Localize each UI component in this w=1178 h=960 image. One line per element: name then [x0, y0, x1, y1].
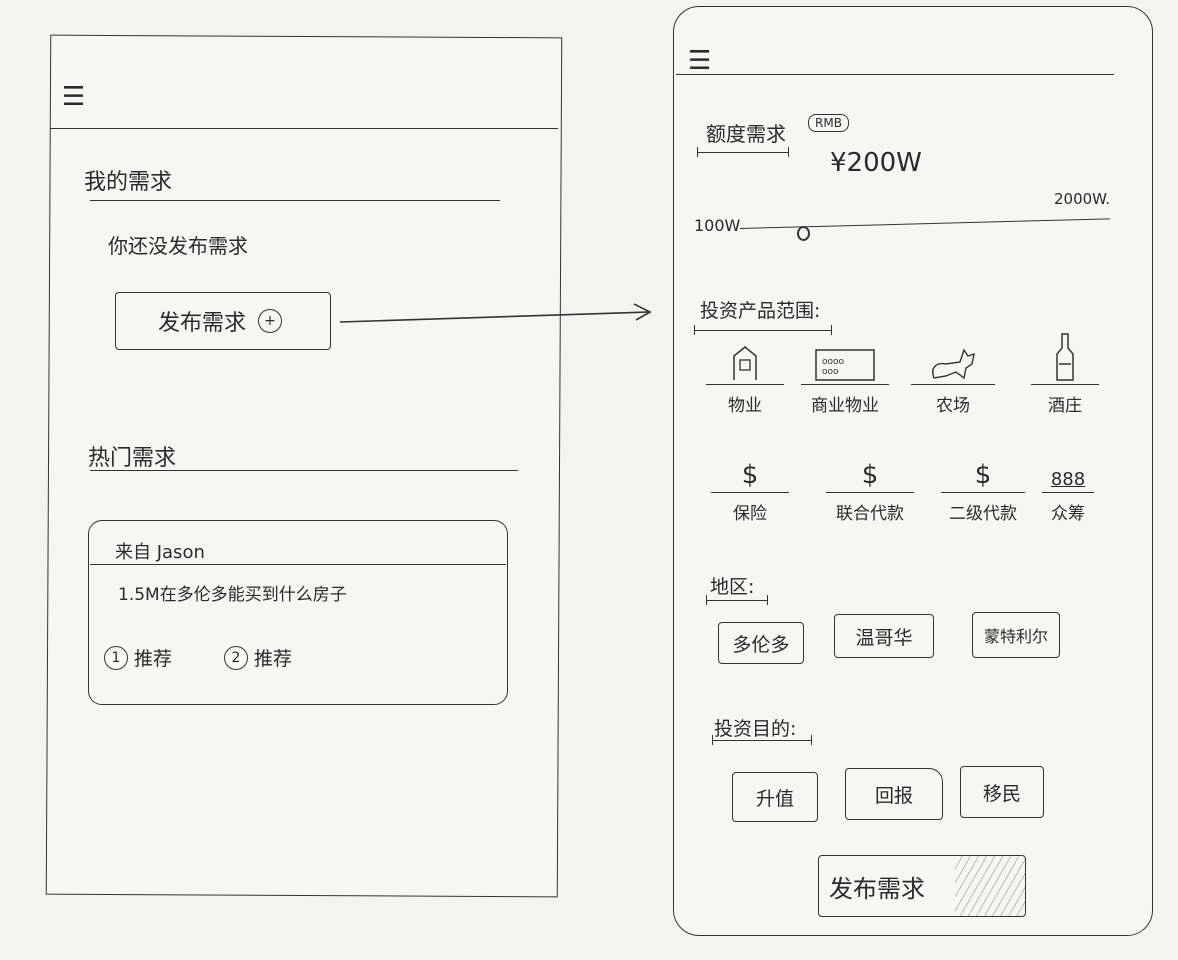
section-underline — [712, 735, 812, 745]
animal-icon — [905, 340, 1001, 382]
recommendation-1[interactable]: 1 推荐 — [104, 644, 172, 671]
hot-needs-title: 热门需求 — [88, 446, 177, 471]
card-author: 来自 Jason — [115, 542, 205, 563]
card-question: 1.5M在多伦多能买到什么房子 — [118, 585, 347, 605]
amount-title: 额度需求 — [706, 122, 786, 146]
plus-circle-icon: + — [258, 309, 282, 333]
products-title: 投资产品范围: — [700, 300, 821, 322]
card-divider — [90, 564, 506, 565]
region-option-montreal[interactable]: 蒙特利尔 — [972, 612, 1060, 658]
header-divider — [50, 128, 558, 129]
product-farm[interactable]: 农场 — [905, 340, 1001, 416]
section-underline — [697, 147, 789, 157]
section-divider — [90, 200, 500, 201]
amount-slider-knob[interactable] — [797, 226, 810, 241]
region-option-toronto[interactable]: 多伦多 — [718, 622, 804, 664]
product-label: 众筹 — [1051, 504, 1085, 524]
dollar-icon: $ — [861, 460, 879, 490]
wine-bottle-icon — [1025, 330, 1105, 382]
recommendation-2[interactable]: 2 推荐 — [224, 644, 292, 671]
recommendation-label: 推荐 — [254, 648, 293, 670]
section-underline — [694, 325, 832, 335]
product-label: 联合代款 — [836, 504, 904, 524]
svg-text:oooo: oooo — [822, 357, 845, 367]
submit-button-label: 发布需求 — [829, 874, 925, 903]
hamburger-menu-icon[interactable]: ☰ — [688, 46, 711, 76]
product-second-loan[interactable]: $ 二级代款 — [935, 448, 1031, 524]
hot-need-card[interactable] — [88, 520, 508, 705]
region-title: 地区: — [710, 576, 755, 598]
product-crowdfunding[interactable]: 888 众筹 — [1036, 448, 1100, 524]
amount-value: ¥200W — [830, 148, 922, 178]
slider-max-label: 2000W. — [1054, 190, 1111, 208]
my-needs-title: 我的需求 — [84, 170, 173, 195]
region-option-vancouver[interactable]: 温哥华 — [834, 614, 934, 658]
product-label: 商业物业 — [811, 396, 879, 416]
product-label: 农场 — [936, 396, 970, 416]
dollar-icon: $ — [741, 460, 759, 490]
publish-need-button[interactable]: 发布需求 + — [115, 292, 331, 350]
purpose-option-immigration[interactable]: 移民 — [960, 766, 1044, 818]
svg-text:ooo: ooo — [822, 367, 839, 377]
product-label: 保险 — [733, 504, 767, 524]
hamburger-menu-icon[interactable]: ☰ — [62, 82, 85, 112]
purpose-option-appreciation[interactable]: 升值 — [732, 772, 818, 822]
product-label: 二级代款 — [949, 504, 1017, 524]
right-phone-screen — [673, 6, 1153, 936]
number-circle-icon: 1 — [104, 645, 128, 670]
section-divider — [90, 470, 518, 471]
people-icon: 888 — [1050, 469, 1086, 490]
purpose-title: 投资目的: — [714, 718, 797, 740]
flow-arrow-icon — [339, 303, 652, 323]
number-circle-icon: 2 — [224, 645, 248, 670]
product-label: 物业 — [728, 396, 762, 416]
product-insurance[interactable]: $ 保险 — [705, 448, 795, 524]
product-property[interactable]: 物业 — [700, 340, 790, 416]
section-underline — [706, 595, 768, 605]
recommendation-label: 推荐 — [134, 648, 173, 670]
currency-badge: RMB — [808, 114, 849, 132]
dollar-icon: $ — [974, 460, 992, 490]
header-divider — [676, 74, 1114, 75]
product-winery[interactable]: 酒庄 — [1025, 330, 1105, 416]
submit-need-button[interactable]: 发布需求 — [818, 855, 1026, 917]
house-icon — [700, 340, 790, 382]
product-joint-loan[interactable]: $ 联合代款 — [820, 448, 920, 524]
empty-needs-text: 你还没发布需求 — [108, 234, 248, 258]
publish-button-label: 发布需求 — [157, 311, 246, 336]
product-label: 酒庄 — [1048, 396, 1082, 416]
slider-min-label: 100W — [694, 216, 741, 235]
purpose-option-return[interactable]: 回报 — [845, 768, 943, 820]
